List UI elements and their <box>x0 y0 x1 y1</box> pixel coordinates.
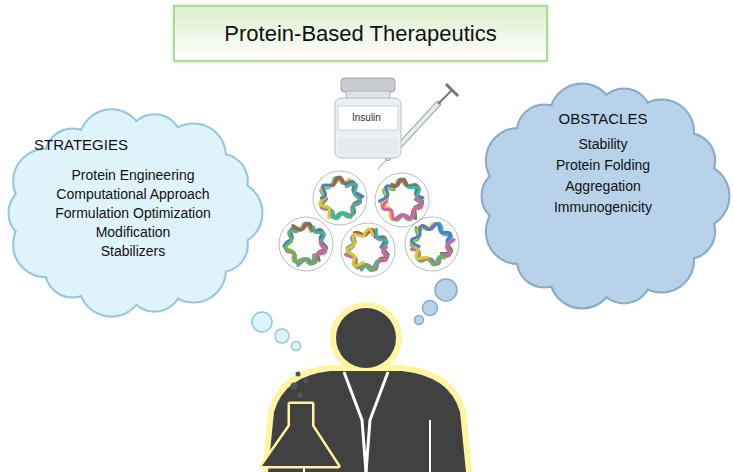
title-text: Protein-Based Therapeutics <box>224 21 496 47</box>
cloud-item: Computational Approach <box>56 185 209 204</box>
cloud-item: Stability <box>578 134 627 155</box>
flask <box>262 372 338 467</box>
cloud-item: Immunogenicity <box>554 197 652 218</box>
cloud-item: Formulation Optimization <box>55 204 211 223</box>
cloud-item: Protein Engineering <box>72 166 195 185</box>
cloud-heading: OBSTACLES <box>559 110 648 128</box>
title-box: Protein-Based Therapeutics <box>173 5 548 62</box>
cloud-item: Modification <box>96 223 171 242</box>
cloud-heading: STRATEGIES <box>34 136 128 154</box>
thought-cloud: STRATEGIES Protein EngineeringComputation… <box>4 108 262 318</box>
insulin-vial <box>335 78 401 158</box>
thought-cloud: OBSTACLES StabilityProtein FoldingAggrega… <box>477 82 729 310</box>
cloud-item: Protein Folding <box>556 155 650 176</box>
cloud-item: Stabilizers <box>101 242 166 261</box>
vial-label: Insulin <box>352 112 381 123</box>
protein-structures <box>279 171 459 277</box>
cloud-item: Aggregation <box>565 176 641 197</box>
